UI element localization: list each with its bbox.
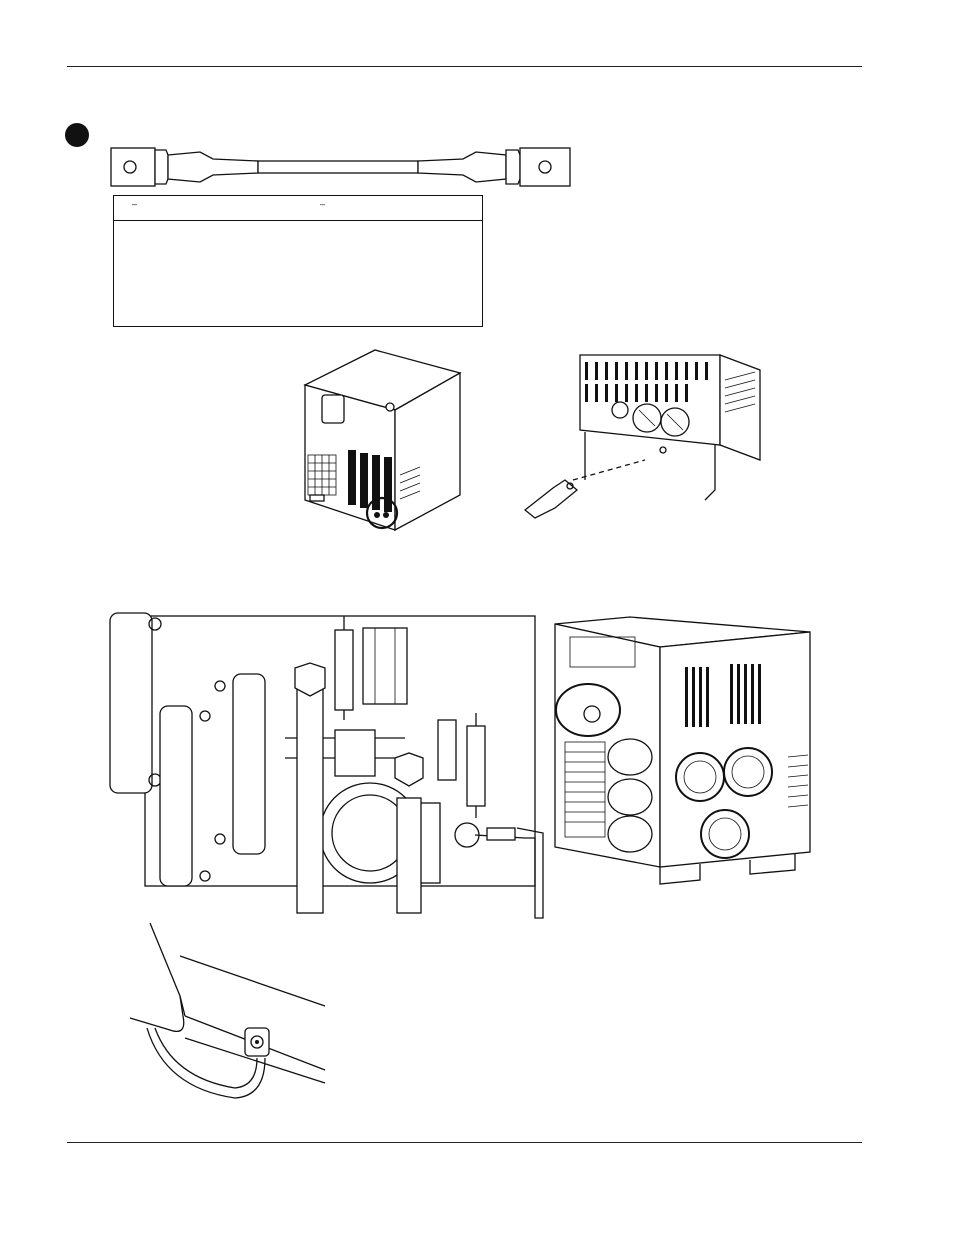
step-marker-icon — [65, 123, 89, 147]
header-rule — [67, 66, 862, 67]
cable-spec-table: – – — [113, 195, 483, 327]
power-supply-board-detail-icon — [109, 612, 544, 919]
footer-rule — [67, 1142, 862, 1143]
ground-strap-detail-icon — [129, 922, 326, 1099]
header-left-dash: – — [132, 199, 138, 209]
ground-cable-icon — [110, 147, 571, 187]
table-header: – – — [114, 196, 482, 221]
power-supply-cabinet-icon — [554, 616, 811, 885]
table-body — [114, 221, 482, 325]
chiller-rear-view-icon — [303, 349, 462, 532]
chiller-ground-detail-icon — [523, 354, 761, 519]
header-right-dash: – — [320, 199, 326, 209]
